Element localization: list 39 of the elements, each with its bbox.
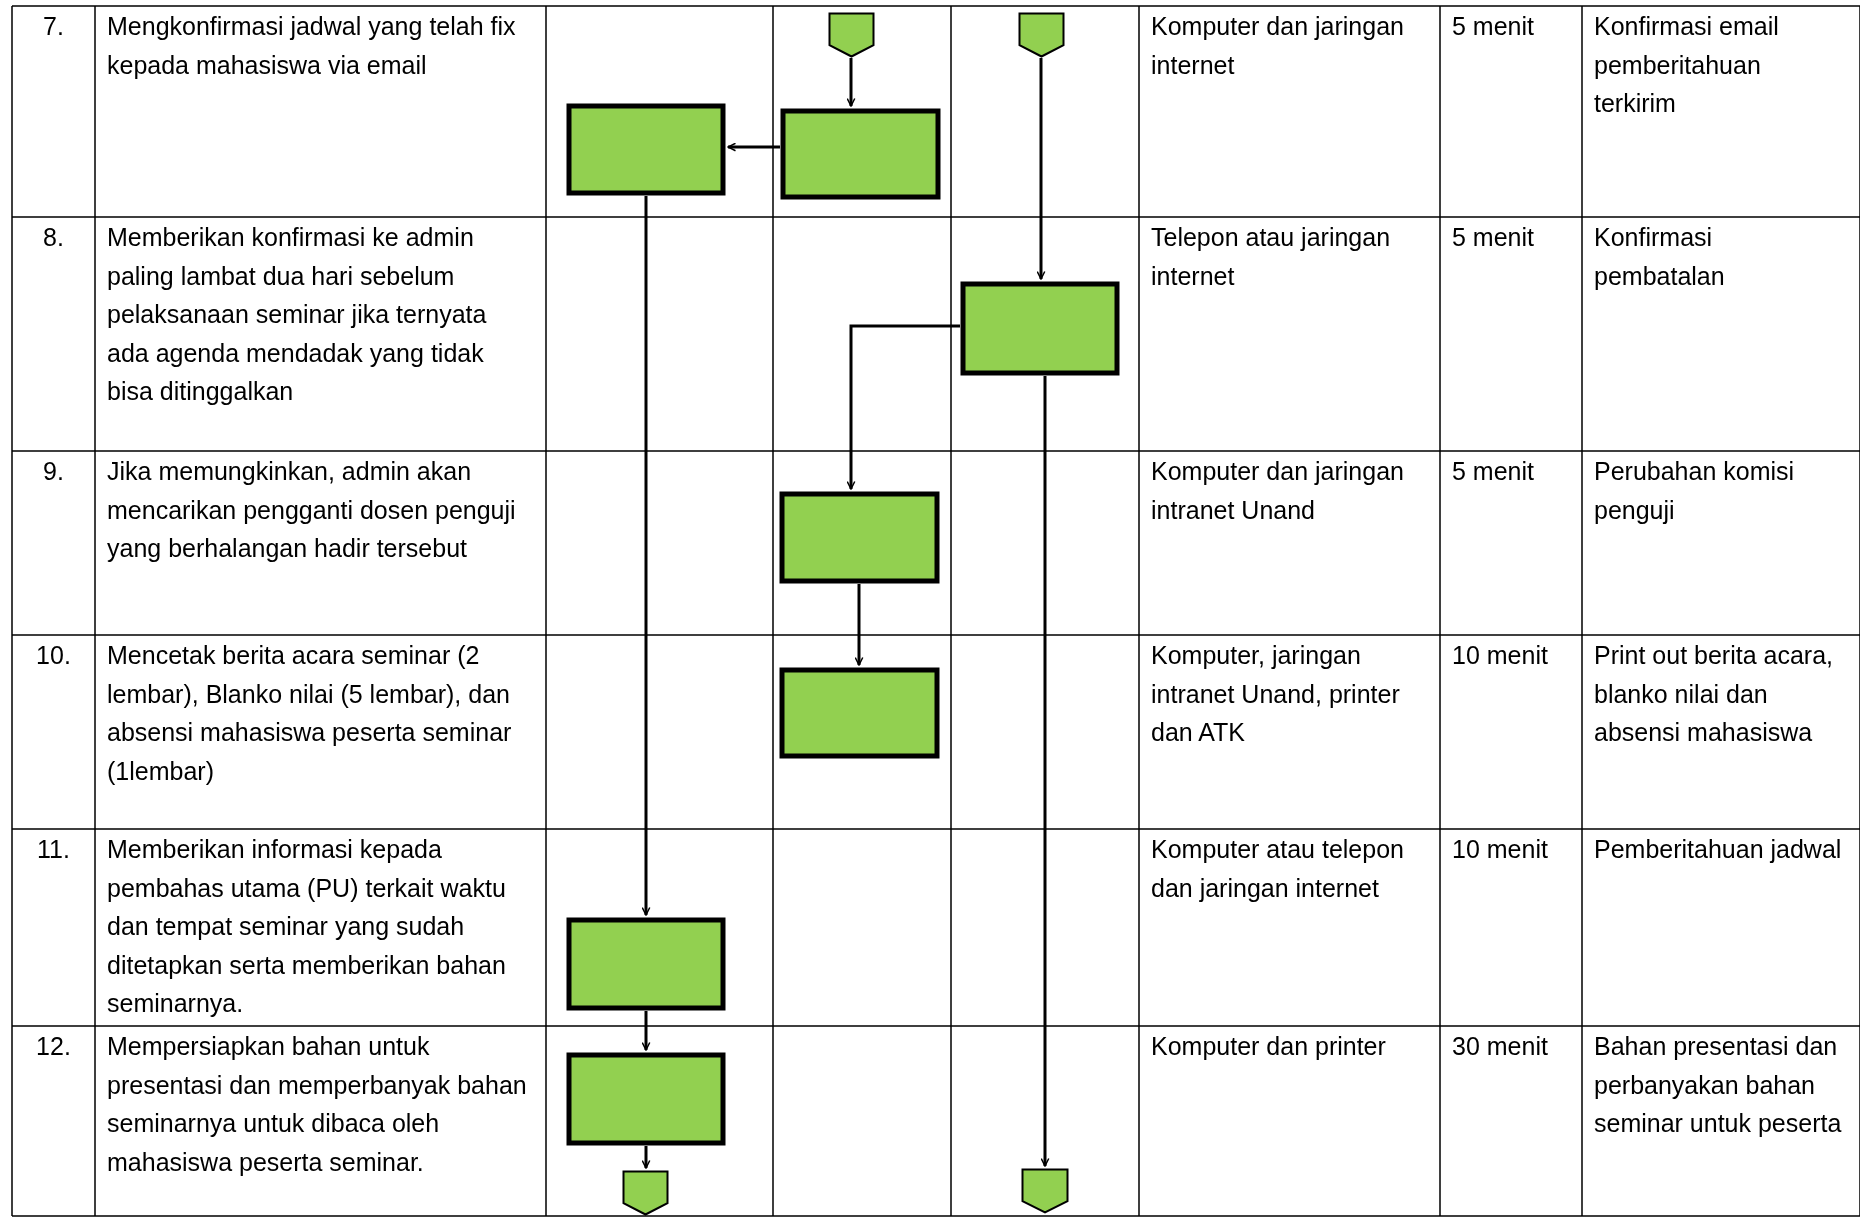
step-description: Memberikan konfirmasi ke admin paling lambat dua hari sebelum pelaksanaan seminar jika ternyata ada agenda mendadak yang tidak bisa ditinggalkan xyxy=(107,223,487,405)
step-number: 10. xyxy=(36,641,71,669)
arrow xyxy=(641,1146,651,1169)
duration-text: 30 menit xyxy=(1452,1032,1548,1060)
output-text: Perubahan komisi penguji xyxy=(1594,457,1795,524)
arrow xyxy=(641,1011,651,1051)
tool-text: Komputer, jaringan intranet Unand, printer dan ATK xyxy=(1151,641,1400,746)
output-text: Konfirmasi pembatalan xyxy=(1594,223,1725,290)
step-number: 9. xyxy=(43,457,64,485)
output-text: Bahan presentasi dan perbanyakan bahan seminar untuk peserta xyxy=(1594,1032,1842,1137)
output-text: Konfirmasi email pemberitahuan terkirim xyxy=(1594,12,1779,117)
step-description: Jika memungkinkan, admin akan mencarikan pengganti dosen penguji yang berhalangan hadir tersebut xyxy=(107,457,516,562)
arrow xyxy=(727,142,780,152)
step-description: Mencetak berita acara seminar (2 lembar), Blanko nilai (5 lembar), dan absensi mahasiswa peserta seminar (1lembar) xyxy=(107,641,512,785)
arrow xyxy=(854,584,864,666)
arrow xyxy=(846,324,960,490)
arrow xyxy=(641,196,651,916)
step-description: Mempersiapkan bahan untuk presentasi dan memperbanyak bahan seminarnya untuk dibaca oleh mahasiswa peserta seminar. xyxy=(107,1032,527,1176)
output-text: Pemberitahuan jadwal xyxy=(1594,835,1842,863)
duration-text: 5 menit xyxy=(1452,223,1534,251)
step-number: 11. xyxy=(37,835,70,863)
duration-text: 5 menit xyxy=(1452,12,1534,40)
tool-text: Komputer dan jaringan intranet Unand xyxy=(1151,457,1404,524)
output-text: Print out berita acara, blanko nilai dan absensi mahasiswa xyxy=(1594,641,1833,746)
step-description: Memberikan informasi kepada pembahas utama (PU) terkait waktu dan tempat seminar yang sudah ditetapkan serta memberikan bahan seminarnya. xyxy=(107,835,506,1017)
duration-text: 10 menit xyxy=(1452,835,1548,863)
tool-text: Telepon atau jaringan internet xyxy=(1151,223,1391,290)
tool-text: Komputer dan printer xyxy=(1151,1032,1386,1060)
step-number: 7. xyxy=(43,12,64,40)
duration-text: 5 menit xyxy=(1452,457,1534,485)
tool-text: Komputer atau telepon dan jaringan internet xyxy=(1151,835,1404,902)
arrow xyxy=(846,58,856,107)
arrow xyxy=(1036,58,1046,280)
step-number: 8. xyxy=(43,223,64,251)
step-number: 12. xyxy=(36,1032,71,1060)
tool-text: Komputer dan jaringan internet xyxy=(1151,12,1404,79)
step-description: Mengkonfirmasi jadwal yang telah fix kepada mahasiswa via email xyxy=(107,12,516,79)
arrow xyxy=(1040,376,1050,1167)
duration-text: 10 menit xyxy=(1452,641,1548,669)
